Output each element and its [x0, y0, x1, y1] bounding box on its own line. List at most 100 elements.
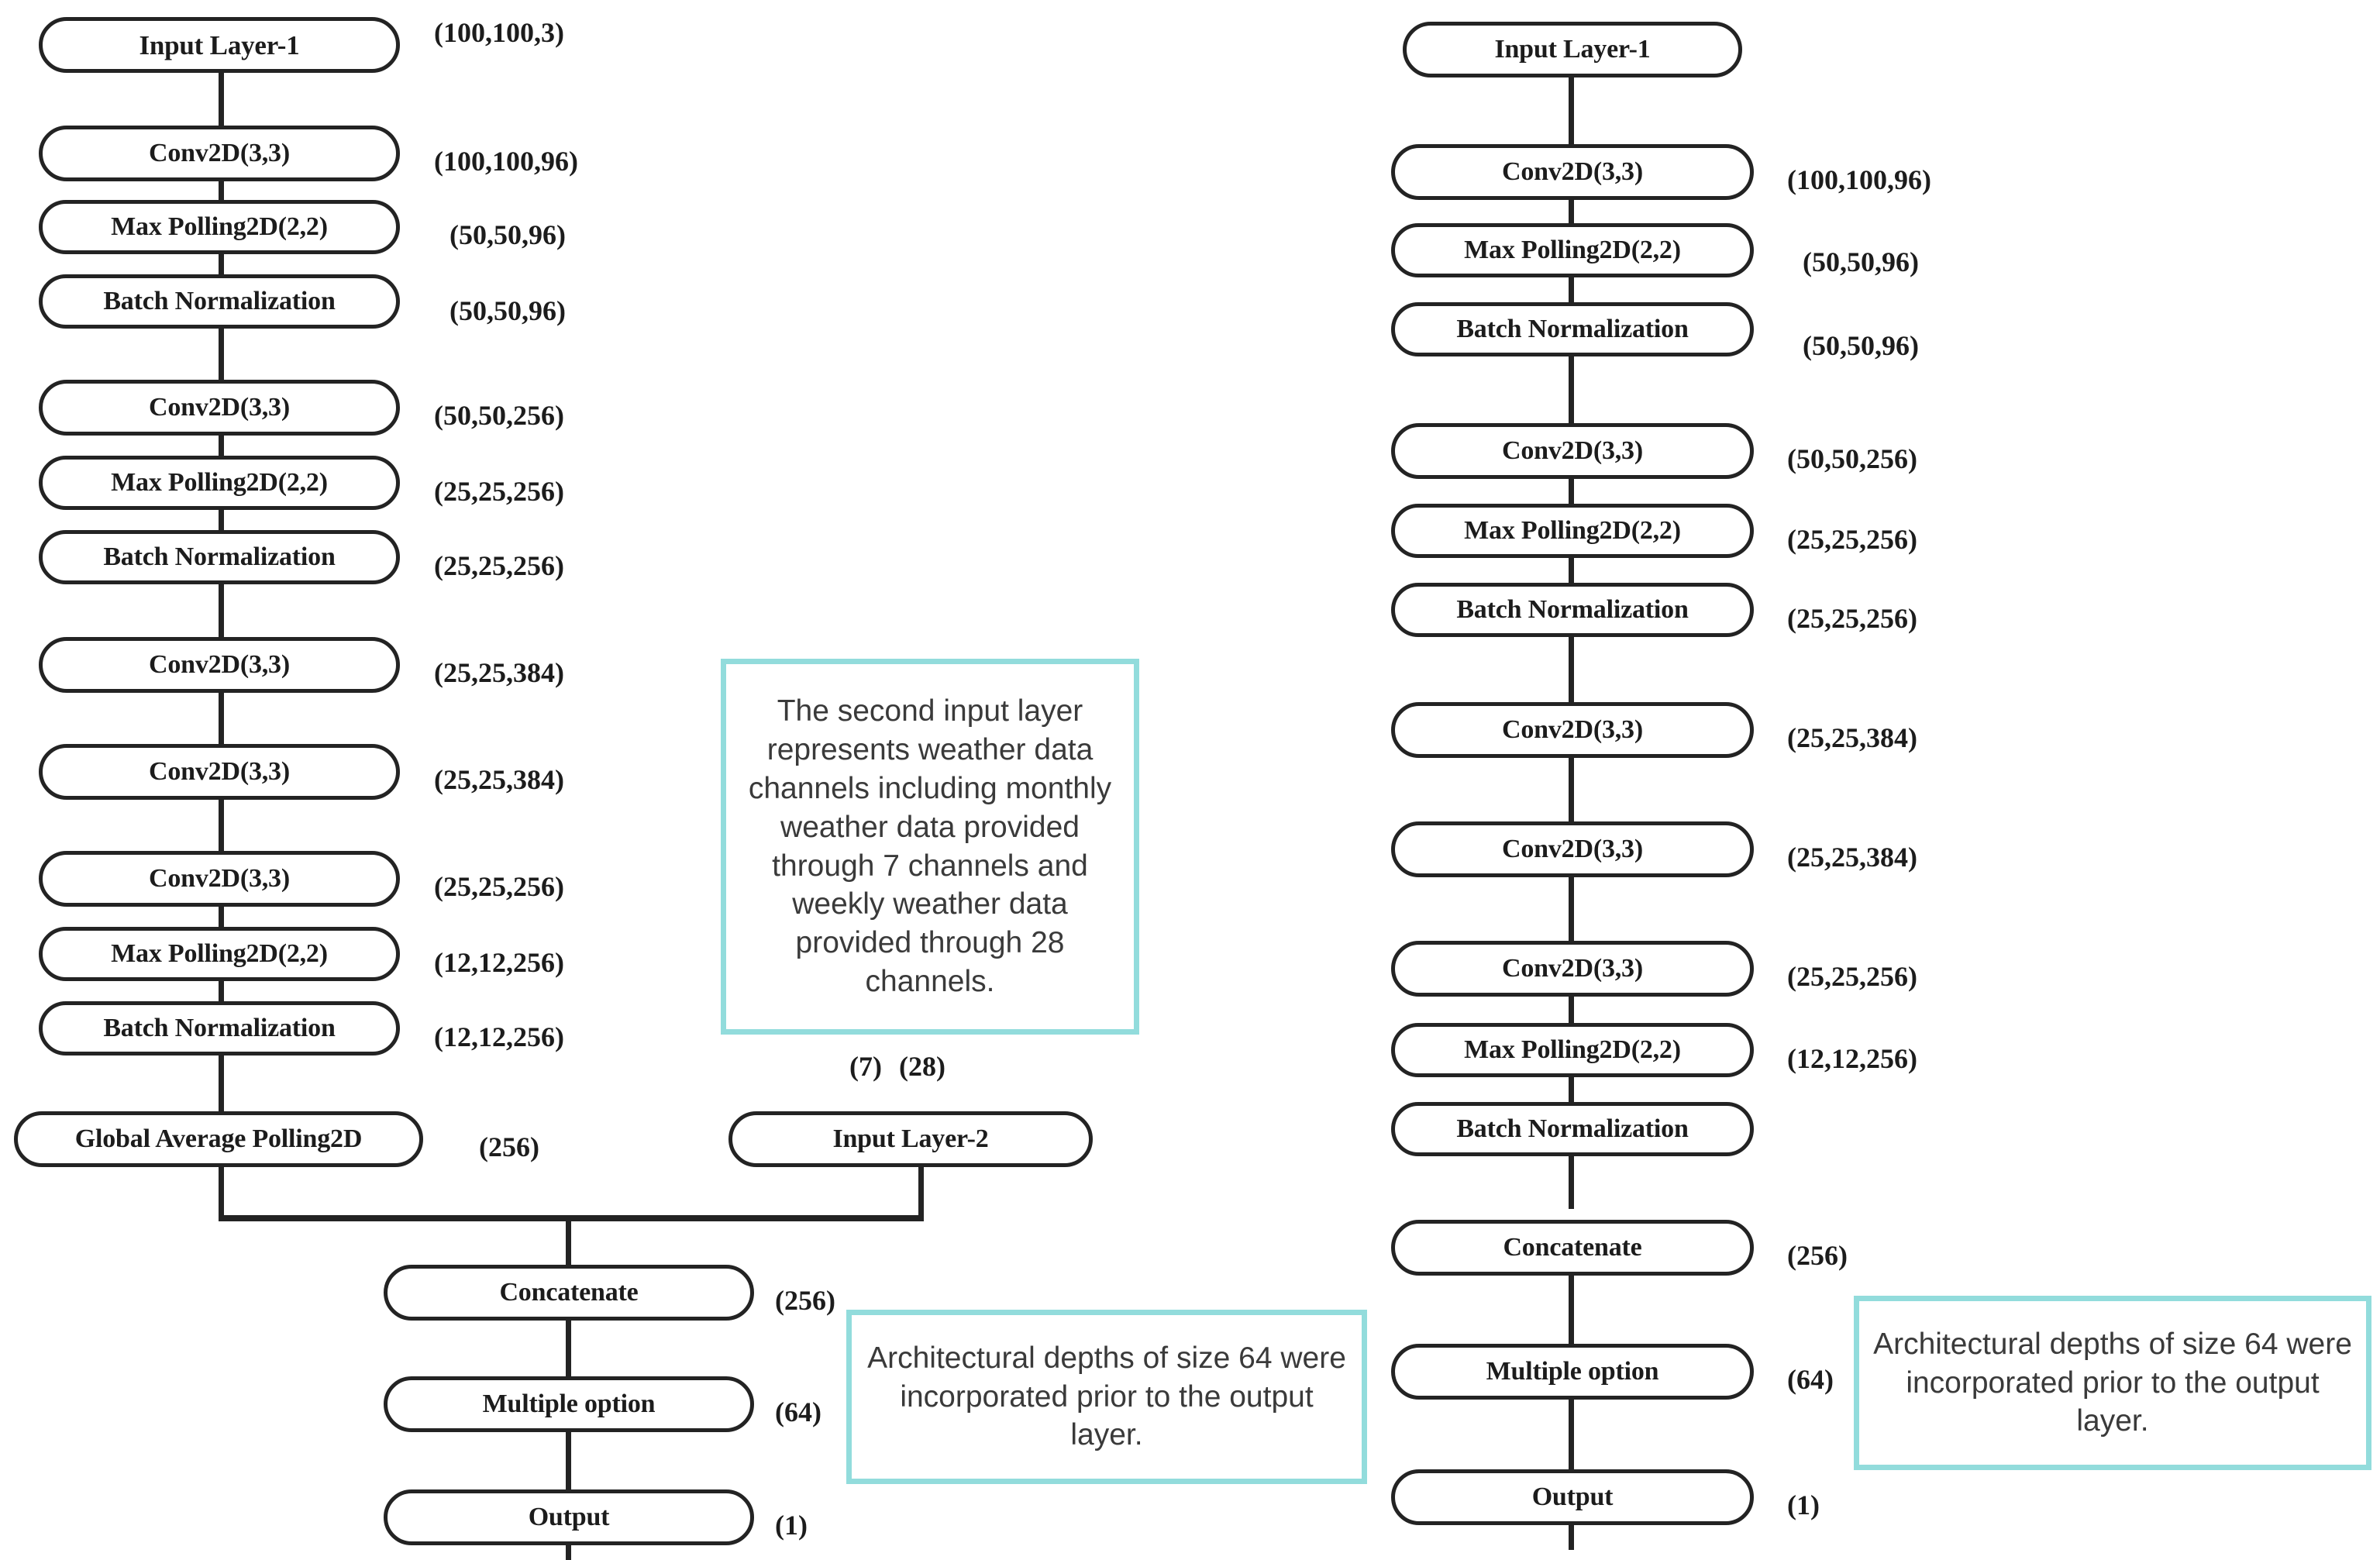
node-right-6-label: Batch Normalization — [1456, 595, 1689, 624]
shape-left-9: (25,25,256) — [434, 871, 564, 902]
node-right-7-label: Conv2D(3,3) — [1502, 715, 1643, 744]
node-left-0[interactable]: Input Layer-1 — [39, 17, 400, 73]
node-right-1-label: Conv2D(3,3) — [1502, 157, 1643, 186]
node-input-layer-2[interactable]: Input Layer-2 — [728, 1111, 1093, 1167]
shape-left-2: (50,50,96) — [449, 219, 566, 250]
node-left-1-label: Conv2D(3,3) — [149, 139, 290, 167]
node-right-11[interactable]: Batch Normalization — [1391, 1102, 1754, 1156]
shape-left-3: (50,50,96) — [449, 295, 566, 326]
shape-right-1: (100,100,96) — [1787, 164, 1931, 195]
node-left-2-label: Max Polling2D(2,2) — [111, 212, 328, 241]
note-depth-right-text: Architectural depths of size 64 were inc… — [1873, 1327, 2352, 1438]
node-right-10[interactable]: Max Polling2D(2,2) — [1391, 1023, 1754, 1077]
shape-left-8: (25,25,384) — [434, 764, 564, 795]
node-left-0-label: Input Layer-1 — [139, 29, 300, 60]
node-right-4-label: Conv2D(3,3) — [1502, 436, 1643, 465]
node-right-8[interactable]: Conv2D(3,3) — [1391, 821, 1754, 877]
connector-left-1 — [219, 46, 224, 1170]
connector-left-merge-bar — [219, 1215, 924, 1221]
connector-left-concat-drop — [566, 1215, 571, 1293]
shape-left-6: (25,25,256) — [434, 550, 564, 581]
node-right-2-label: Max Polling2D(2,2) — [1464, 236, 1681, 264]
connector-left-gap-drop — [219, 1162, 224, 1220]
shape-right-14: (1) — [1787, 1489, 1820, 1520]
node-left-4[interactable]: Conv2D(3,3) — [39, 380, 400, 436]
node-left-concatenate[interactable]: Concatenate — [384, 1265, 754, 1321]
node-right-5-label: Max Polling2D(2,2) — [1464, 516, 1681, 545]
node-right-1[interactable]: Conv2D(3,3) — [1391, 144, 1754, 200]
shape-left-0: (100,100,3) — [434, 17, 564, 48]
node-left-5[interactable]: Max Polling2D(2,2) — [39, 456, 400, 510]
shape-right-4: (50,50,256) — [1787, 443, 1917, 474]
note-depth-left: Architectural depths of size 64 were inc… — [846, 1310, 1367, 1484]
node-right-6[interactable]: Batch Normalization — [1391, 583, 1754, 637]
input2-channel-tag-weekly: (28) — [899, 1051, 945, 1082]
node-left-6[interactable]: Batch Normalization — [39, 530, 400, 584]
shape-left-7: (25,25,384) — [434, 657, 564, 688]
node-left-12-label: Global Average Polling2D — [74, 1124, 363, 1153]
note-weather-input: The second input layer represents weathe… — [721, 659, 1139, 1035]
node-right-3[interactable]: Batch Normalization — [1391, 302, 1754, 356]
input2-channel-tag-monthly: (7) — [849, 1051, 882, 1082]
node-left-9[interactable]: Conv2D(3,3) — [39, 851, 400, 907]
shape-left-output: (1) — [775, 1510, 808, 1541]
node-right-7[interactable]: Conv2D(3,3) — [1391, 702, 1754, 758]
node-left-10-label: Max Polling2D(2,2) — [111, 939, 328, 968]
node-left-8-label: Conv2D(3,3) — [149, 757, 290, 786]
node-right-13-label: Multiple option — [1486, 1357, 1659, 1386]
node-right-10-label: Max Polling2D(2,2) — [1464, 1035, 1681, 1064]
node-right-13[interactable]: Multiple option — [1391, 1344, 1754, 1400]
node-right-9-label: Conv2D(3,3) — [1502, 954, 1643, 983]
shape-left-concatenate: (256) — [775, 1285, 835, 1316]
node-left-3[interactable]: Batch Normalization — [39, 274, 400, 329]
node-left-5-label: Max Polling2D(2,2) — [111, 468, 328, 497]
shape-left-10: (12,12,256) — [434, 947, 564, 978]
node-right-14[interactable]: Output — [1391, 1469, 1754, 1525]
connector-left-input2-drop — [918, 1167, 924, 1220]
shape-left-5: (25,25,256) — [434, 476, 564, 507]
shape-right-12: (256) — [1787, 1240, 1848, 1271]
shape-right-5: (25,25,256) — [1787, 524, 1917, 555]
node-left-concatenate-label: Concatenate — [499, 1278, 639, 1307]
shape-right-3: (50,50,96) — [1803, 330, 1919, 361]
shape-right-6: (25,25,256) — [1787, 603, 1917, 634]
shape-left-11: (12,12,256) — [434, 1021, 564, 1052]
node-left-8[interactable]: Conv2D(3,3) — [39, 744, 400, 800]
node-left-output[interactable]: Output — [384, 1489, 754, 1545]
node-right-4[interactable]: Conv2D(3,3) — [1391, 423, 1754, 479]
shape-right-10: (12,12,256) — [1787, 1043, 1917, 1074]
shape-left-1: (100,100,96) — [434, 146, 578, 177]
note-depth-left-text: Architectural depths of size 64 were inc… — [867, 1341, 1346, 1452]
node-right-11-label: Batch Normalization — [1456, 1114, 1689, 1143]
node-right-5[interactable]: Max Polling2D(2,2) — [1391, 504, 1754, 558]
note-depth-right: Architectural depths of size 64 were inc… — [1854, 1296, 2371, 1470]
node-left-12[interactable]: Global Average Polling2D — [14, 1111, 423, 1167]
node-left-1[interactable]: Conv2D(3,3) — [39, 126, 400, 181]
node-left-2[interactable]: Max Polling2D(2,2) — [39, 200, 400, 254]
node-right-12[interactable]: Concatenate — [1391, 1220, 1754, 1276]
node-left-9-label: Conv2D(3,3) — [149, 864, 290, 893]
node-left-multiple-option-label: Multiple option — [482, 1390, 656, 1418]
node-right-2[interactable]: Max Polling2D(2,2) — [1391, 223, 1754, 277]
node-right-9[interactable]: Conv2D(3,3) — [1391, 941, 1754, 997]
node-left-11-label: Batch Normalization — [103, 1014, 336, 1042]
shape-left-4: (50,50,256) — [434, 400, 564, 431]
node-right-0[interactable]: Input Layer-1 — [1403, 22, 1742, 77]
node-left-10[interactable]: Max Polling2D(2,2) — [39, 927, 400, 981]
shape-left-multiple-option: (64) — [775, 1396, 821, 1427]
node-left-7-label: Conv2D(3,3) — [149, 650, 290, 679]
node-right-3-label: Batch Normalization — [1456, 315, 1689, 343]
node-input-layer-2-label: Input Layer-2 — [832, 1124, 989, 1153]
node-right-0-label: Input Layer-1 — [1494, 35, 1651, 64]
node-left-output-label: Output — [528, 1503, 610, 1531]
shape-right-13: (64) — [1787, 1364, 1834, 1395]
note-weather-input-text: The second input layer represents weathe… — [748, 694, 1112, 999]
node-left-4-label: Conv2D(3,3) — [149, 393, 290, 422]
shape-right-2: (50,50,96) — [1803, 246, 1919, 277]
node-left-11[interactable]: Batch Normalization — [39, 1001, 400, 1055]
node-left-6-label: Batch Normalization — [103, 542, 336, 571]
node-left-7[interactable]: Conv2D(3,3) — [39, 637, 400, 693]
node-left-multiple-option[interactable]: Multiple option — [384, 1376, 754, 1432]
shape-right-7: (25,25,384) — [1787, 722, 1917, 753]
